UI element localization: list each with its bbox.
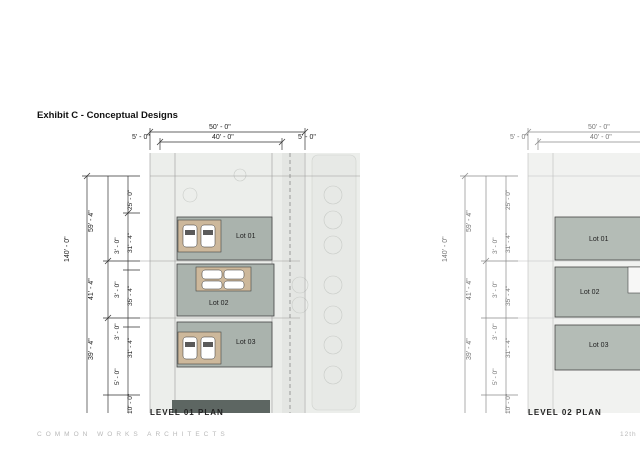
l2-dim-inner-b: 3' - 0" [492,237,499,254]
driveway-strip [282,153,304,413]
grid-lines-l2 [518,153,640,413]
l2-lot-02-notch [627,266,640,294]
l2-lot-03-footprint [554,324,640,371]
l2-lot-03-label: Lot 03 [589,342,609,349]
l2-dim-seg4: 10' - 0" [505,393,512,414]
level-02-plan-label: LEVEL 02 PLAN [528,408,602,417]
l2-dim-inner-h: 5' - 0" [492,368,499,385]
sidewalk [311,154,357,411]
l2-dim-inner-g: 31' - 4" [505,337,512,358]
top-dimension-lines-l2 [524,128,640,150]
dim-right-setback: 5' - 0" [298,134,316,141]
dim-inner-width: 40' - 0" [212,134,234,141]
footer-firm-name: COMMON WORKS ARCHITECTS [37,431,229,438]
l2-dim-inner-a: 25' - 0" [505,189,512,210]
exhibit-title: Exhibit C - Conceptual Designs [37,110,178,121]
grid-lines [140,153,360,413]
top-dimension-lines [146,128,309,150]
left-dimension-lines [82,172,140,413]
l2-dim-left-setback: 5' - 0" [510,134,528,141]
l2-dim-inner-d: 3' - 0" [492,281,499,298]
lot-02-label: Lot 02 [209,300,229,307]
lot-02-cars [201,269,245,290]
level-01-plan-label: LEVEL 01 PLAN [150,408,224,417]
l2-lot-02-footprint [554,266,640,318]
l2-dim-inner-width: 40' - 0" [590,134,612,141]
dim-overall-width: 50' - 0" [209,124,231,131]
l2-dim-seg1: 59' - 4" [466,210,473,232]
l2-dim-overall-depth: 140' - 0" [442,236,449,262]
l2-lot-01-footprint [554,216,640,261]
footer-page-ref: 12th [620,431,637,438]
l2-lot-02-label: Lot 02 [580,289,600,296]
lot-01-label: Lot 01 [236,233,256,240]
bottom-structure [172,400,270,413]
l2-dim-inner-c: 31' - 4" [505,232,512,253]
l2-dim-overall-width: 50' - 0" [588,124,610,131]
l2-dim-seg2: 41' - 4" [466,278,473,300]
l2-dim-inner-e: 35' - 4" [505,285,512,306]
l2-lot-01-label: Lot 01 [589,236,609,243]
l2-dim-seg3: 39' - 4" [466,338,473,360]
l2-dim-inner-f: 3' - 0" [492,323,499,340]
dim-left-setback: 5' - 0" [132,134,150,141]
left-dimension-lines-l2 [460,172,518,413]
tree-circles [182,168,343,385]
lot-03-label: Lot 03 [236,339,256,346]
